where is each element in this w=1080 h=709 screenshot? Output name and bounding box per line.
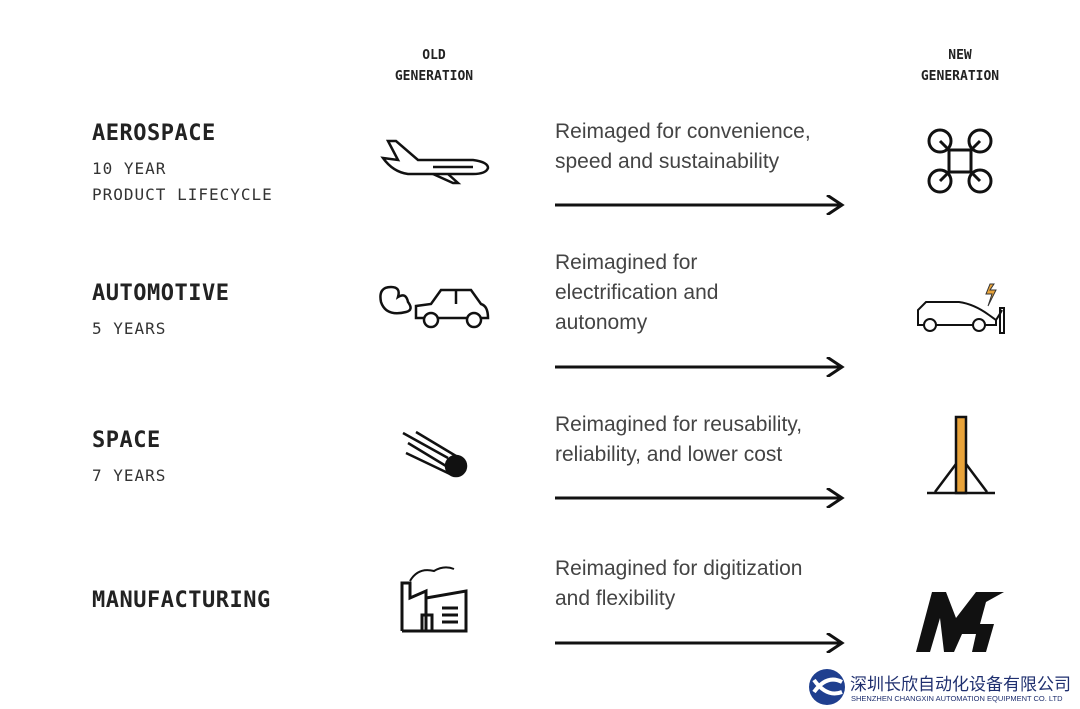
desc-line: electrification and	[555, 281, 719, 304]
row-sub: 10 YEAR PRODUCT LIFECYCLE	[92, 156, 273, 208]
sub-line: 5 YEARS	[92, 319, 167, 338]
row-title-space: SPACE	[92, 428, 161, 453]
arrow-icon	[555, 357, 845, 377]
sub-line: 10 YEAR	[92, 159, 167, 178]
old-generation-header: OLD GENERATION	[364, 45, 504, 87]
desc-line: Reimagined for reusability,	[555, 413, 803, 436]
desc-line: Reimagined for	[555, 251, 698, 274]
desc-line: Reimaged for convenience,	[555, 120, 811, 143]
row-sub: 7 YEARS	[92, 463, 166, 489]
header-line: NEW	[948, 48, 972, 63]
meteor-icon	[402, 430, 468, 478]
rocket-landing-icon	[927, 415, 995, 495]
watermark-en: SHENZHEN CHANGXIN AUTOMATION EQUIPMENT C…	[851, 694, 1063, 703]
arrow-icon	[555, 633, 845, 653]
row-title-automotive: AUTOMOTIVE	[92, 281, 230, 306]
arrow-icon	[555, 195, 845, 215]
header-line: GENERATION	[394, 69, 474, 84]
sub-line: 7 YEARS	[92, 466, 167, 485]
row-description: Reimagined for electrification and autonom…	[555, 248, 855, 338]
row-description: Reimagined for digitization and flexibili…	[555, 554, 855, 614]
company-watermark: 深圳长欣自动化设备有限公司 SHENZHEN CHANGXIN AUTOMATI…	[808, 668, 1078, 708]
new-generation-header: NEW GENERATION	[890, 45, 1030, 87]
desc-line: and flexibility	[555, 587, 676, 610]
electric-car-charging-icon	[917, 283, 1005, 334]
drone-icon	[927, 128, 993, 194]
row-title-aerospace: AEROSPACE	[92, 121, 216, 146]
desc-line: Reimagined for digitization	[555, 557, 803, 580]
desc-line: speed and sustainability	[555, 150, 780, 173]
row-description: Reimaged for convenience, speed and susta…	[555, 117, 855, 177]
sub-line: PRODUCT LIFECYCLE	[92, 185, 273, 204]
header-line: GENERATION	[920, 69, 1000, 84]
company-logo-icon	[809, 669, 845, 705]
row-sub: 5 YEARS	[92, 316, 166, 342]
desc-line: autonomy	[555, 311, 648, 334]
row-title-manufacturing: MANUFACTURING	[92, 588, 271, 613]
watermark-cn: 深圳长欣自动化设备有限公司	[850, 675, 1071, 695]
exhaust-car-icon	[379, 285, 490, 329]
row-description: Reimagined for reusability, reliability, …	[555, 410, 855, 470]
brand-logo-icon	[916, 592, 1004, 652]
airplane-icon	[380, 139, 490, 185]
header-line: OLD	[422, 48, 446, 63]
desc-line: reliability, and lower cost	[555, 443, 783, 466]
arrow-icon	[555, 488, 845, 508]
factory-icon	[400, 566, 468, 633]
